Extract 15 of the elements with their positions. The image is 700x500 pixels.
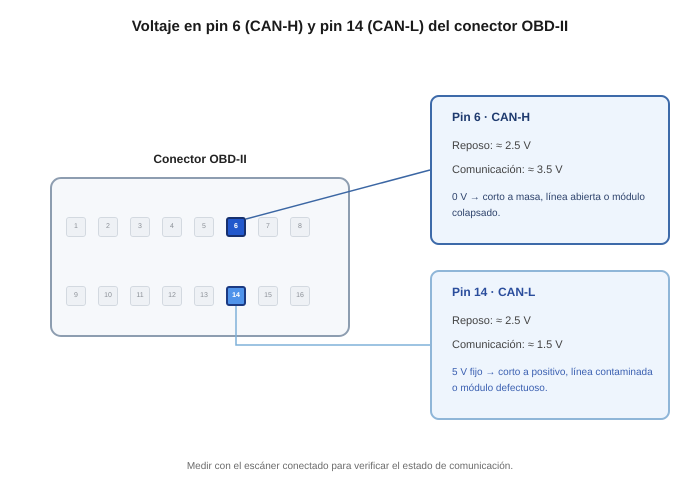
voltage-text: Comunicación: ≈ 3.5 V: [452, 163, 564, 177]
voltage-text: Comunicación: ≈ 1.5 V: [452, 338, 564, 352]
caption-text: Medir con el escáner conectado para verificar el estado de comunicación.: [186, 460, 514, 473]
info-card: [430, 270, 670, 420]
connector-line: [235, 306, 430, 346]
note-text: 5 V fijo → corto a positivo, línea contaminada o módulo defectuoso.: [452, 366, 654, 396]
diagram-title: Voltaje en pin 6 (CAN-H) y pin 14 (CAN-L) del conector OBD-II: [130, 17, 570, 37]
note-text: 0 V → corto a masa, línea abierta o módulo colapsado.: [452, 191, 646, 221]
voltage-text: Reposo: ≈ 2.5 V: [452, 314, 532, 328]
connector-line: [246, 169, 430, 220]
voltage-text: Reposo: ≈ 2.5 V: [452, 139, 532, 153]
connector-heading: Conector OBD-II: [152, 152, 248, 167]
card-title: Pin 6 · CAN-H: [452, 110, 531, 124]
card-title: Pin 14 · CAN-L: [452, 285, 536, 299]
info-card: [430, 95, 670, 245]
